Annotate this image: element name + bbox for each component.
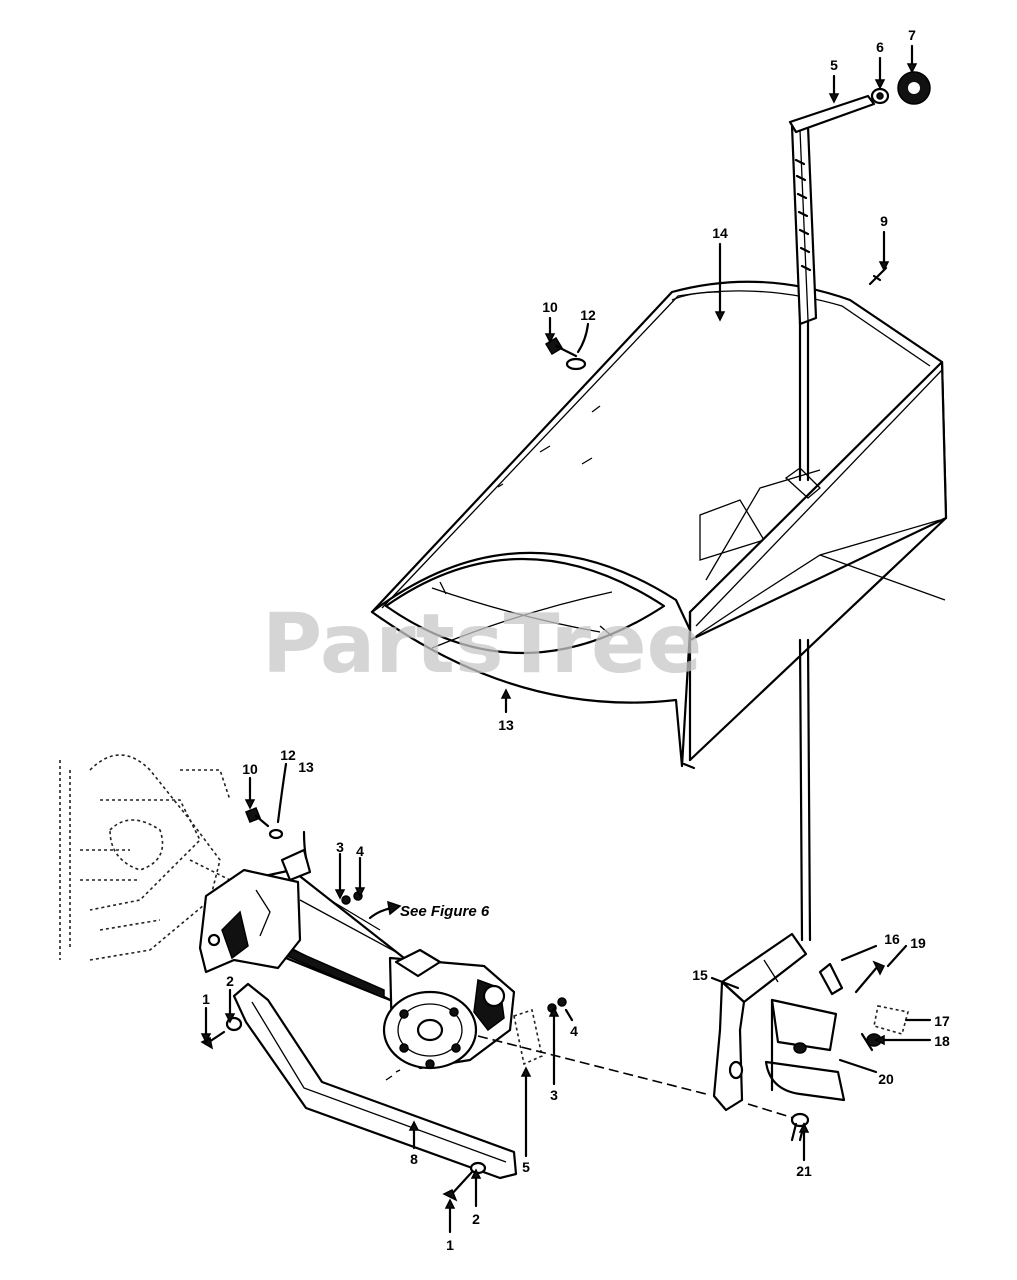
callout-14: 14	[712, 225, 728, 241]
callout-8: 8	[410, 1151, 418, 1167]
arrowheads	[200, 63, 918, 1209]
assembly-line	[477, 1035, 707, 1095]
washer-3-left[interactable]	[341, 895, 351, 905]
callout-13-top: 13	[498, 717, 514, 733]
callout-3-right: 3	[550, 1087, 558, 1103]
callout-13-bottom: 13	[298, 759, 314, 775]
callout-18: 18	[934, 1033, 950, 1049]
callout-9: 9	[880, 213, 888, 229]
nut-6[interactable]	[870, 87, 890, 105]
nut-4-right[interactable]	[557, 997, 567, 1007]
bolt-19[interactable]	[854, 960, 886, 994]
callout-5-bottom: 5	[522, 1159, 530, 1175]
callout-12-top: 12	[580, 307, 596, 323]
callout-4-left: 4	[356, 843, 364, 859]
bolt-10-lower[interactable]	[245, 807, 270, 828]
callout-10-top: 10	[542, 299, 558, 315]
spacer-5[interactable]	[513, 1008, 543, 1066]
watermark: PartsTree	[262, 597, 702, 692]
callout-19: 19	[910, 935, 926, 951]
tine-housing[interactable]	[198, 848, 516, 1070]
clip-17[interactable]	[873, 1005, 909, 1035]
callout-1-left: 1	[202, 991, 210, 1007]
callout-2-left: 2	[226, 973, 234, 989]
knob-7[interactable]	[897, 71, 931, 105]
washer-12-upper[interactable]	[565, 357, 587, 371]
nut-2-bottom[interactable]	[469, 1161, 487, 1175]
callout-6: 6	[876, 39, 884, 55]
callout-12-bottom: 12	[280, 747, 296, 763]
callout-4-right: 4	[570, 1023, 578, 1039]
pin-16[interactable]	[818, 962, 844, 996]
callout-7: 7	[908, 27, 916, 43]
bracket-15[interactable]	[712, 932, 808, 1112]
callout-1-bottom: 1	[446, 1237, 454, 1253]
callout-16: 16	[884, 931, 900, 947]
callout-3-left: 3	[336, 839, 344, 855]
callout-15: 15	[692, 967, 708, 983]
hardware-mark	[385, 1069, 401, 1081]
callout-21: 21	[796, 1163, 812, 1179]
bracket-20[interactable]	[764, 998, 846, 1102]
callout-numbers: 5 6 7 9 14 10 12 13 10 12 13 3 4 2 1 8 5…	[202, 27, 950, 1253]
callout-5-top: 5	[830, 57, 838, 73]
callout-10-bottom: 10	[242, 761, 258, 777]
nut-18[interactable]	[860, 1032, 882, 1052]
see-figure-note: See Figure 6	[400, 903, 490, 920]
depth-bar[interactable]	[784, 94, 876, 942]
bolt-1-bottom[interactable]	[442, 1170, 474, 1202]
support-bar-8[interactable]	[232, 982, 518, 1180]
tiller-shield[interactable]	[370, 280, 948, 770]
washer-12-lower[interactable]	[268, 828, 284, 840]
callout-20: 20	[878, 1071, 894, 1087]
callout-17: 17	[934, 1013, 950, 1029]
pin-9[interactable]	[868, 266, 888, 286]
leader-lines	[204, 44, 932, 1234]
callout-2-bottom: 2	[472, 1211, 480, 1227]
assembly-line-2	[747, 1103, 801, 1121]
